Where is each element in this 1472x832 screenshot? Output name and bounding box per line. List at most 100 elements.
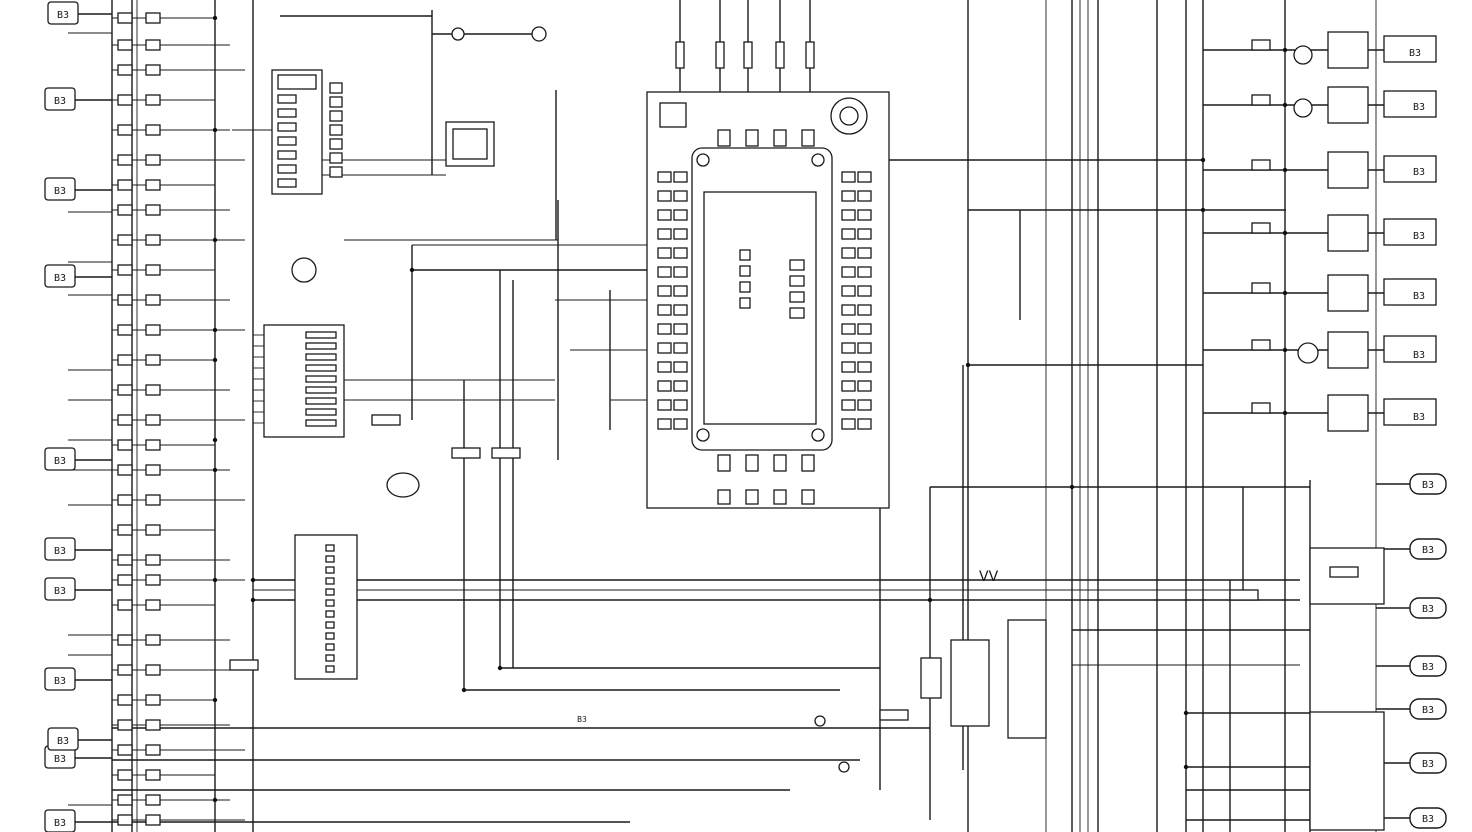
left-terminal-box <box>44 809 76 832</box>
pin-block <box>145 494 161 506</box>
output-label: B3 <box>1413 350 1425 361</box>
left-terminal-box <box>44 177 76 201</box>
terminal-label: B3 <box>1422 662 1434 673</box>
pin-block <box>117 634 133 646</box>
mounting-hole-bottom-right <box>811 428 825 442</box>
ecu-bottom-pin <box>745 454 759 472</box>
fuse-element <box>325 544 335 552</box>
relay-body <box>1327 394 1369 432</box>
pin-block <box>145 324 161 336</box>
pin-block <box>117 719 133 731</box>
pin-block <box>117 39 133 51</box>
pin-block <box>145 64 161 76</box>
junction-dot <box>1282 230 1288 236</box>
pin-block <box>145 354 161 366</box>
ecu-bottom-pin <box>745 489 759 505</box>
fuse-element <box>325 621 335 629</box>
ecu-pin <box>857 190 872 202</box>
ecu-pin <box>841 418 856 430</box>
relay-pin <box>277 122 297 132</box>
ecu-pin <box>857 418 872 430</box>
pin-block <box>145 12 161 24</box>
relay-pin <box>277 164 297 174</box>
ecu-pin <box>857 304 872 316</box>
left-terminal-box <box>44 87 76 111</box>
left-terminal-box <box>47 727 79 751</box>
terminal-pill <box>1409 655 1447 677</box>
ecu-pin <box>841 190 856 202</box>
pin-block <box>117 769 133 781</box>
lamp-right-1 <box>1293 45 1313 65</box>
pin-block <box>145 744 161 756</box>
pin-block <box>145 124 161 136</box>
terminal-label: B3 <box>1422 814 1434 825</box>
inline-fuse <box>775 41 785 69</box>
pin-block <box>117 384 133 396</box>
wire-marker <box>451 447 481 459</box>
relay-body <box>1327 86 1369 124</box>
pin-block <box>145 554 161 566</box>
relay-pin <box>1251 39 1271 51</box>
ecu-bottom-pin <box>801 454 815 472</box>
relay-pin <box>277 108 297 118</box>
output-label: B3 <box>1413 102 1425 113</box>
pin-block <box>145 294 161 306</box>
core-pin <box>739 265 751 277</box>
pin-block <box>145 719 161 731</box>
fuse-element <box>325 566 335 574</box>
right-terminal-grid <box>1309 711 1385 831</box>
ic-pin <box>305 353 337 361</box>
terminal-label: B3 <box>1422 759 1434 770</box>
pin-block <box>145 414 161 426</box>
mounting-hole-bottom-left <box>696 428 710 442</box>
junction-dot <box>212 437 218 443</box>
ecu-pin <box>657 418 672 430</box>
relay-pin <box>1251 402 1271 414</box>
output-connector <box>1383 335 1437 363</box>
ecu-top-pin <box>801 129 815 147</box>
fuse-element <box>325 555 335 563</box>
core-pin <box>739 297 751 309</box>
ecu-pin <box>673 399 688 411</box>
relay-pin <box>1251 94 1271 106</box>
pin-block <box>117 94 133 106</box>
ecu-pin <box>657 209 672 221</box>
ecu-top-pin <box>773 129 787 147</box>
relay-body <box>1327 151 1369 189</box>
terminal-pill <box>1409 473 1447 495</box>
relay-side-pin <box>329 82 343 94</box>
ecu-pin <box>857 399 872 411</box>
terminal-label: B3 <box>1422 705 1434 716</box>
terminal-label: B3 <box>1422 480 1434 491</box>
ecu-bottom-pin <box>801 489 815 505</box>
junction-dot <box>409 267 415 273</box>
pin-block <box>117 554 133 566</box>
core-pin <box>789 259 805 271</box>
terminal-label: B3 <box>1422 604 1434 615</box>
relay-pin <box>1251 222 1271 234</box>
junction-dot <box>1282 410 1288 416</box>
pin-block <box>117 204 133 216</box>
component-layer <box>117 12 1437 831</box>
ecu-pin <box>673 304 688 316</box>
pin-block <box>117 694 133 706</box>
left-terminal-box <box>44 264 76 288</box>
core-pin <box>789 307 805 319</box>
ecu-bottom-pin <box>773 454 787 472</box>
ecu-pin <box>657 190 672 202</box>
ecu-pin <box>857 323 872 335</box>
junction-dot <box>212 15 218 21</box>
ecu-pin <box>841 399 856 411</box>
left-terminal-box <box>44 447 76 471</box>
pin-block <box>145 814 161 826</box>
relay-pin <box>277 178 297 188</box>
mounting-hole-top-right <box>811 153 825 167</box>
fuse-element <box>325 643 335 651</box>
output-connector <box>1383 398 1437 426</box>
lamp-bottom <box>814 715 826 727</box>
rotary-switch-inner <box>839 106 859 126</box>
output-label: B3 <box>1413 412 1425 423</box>
ecu-pin <box>673 247 688 259</box>
junction-dot <box>1282 102 1288 108</box>
terminal-label: B3 <box>54 273 66 284</box>
